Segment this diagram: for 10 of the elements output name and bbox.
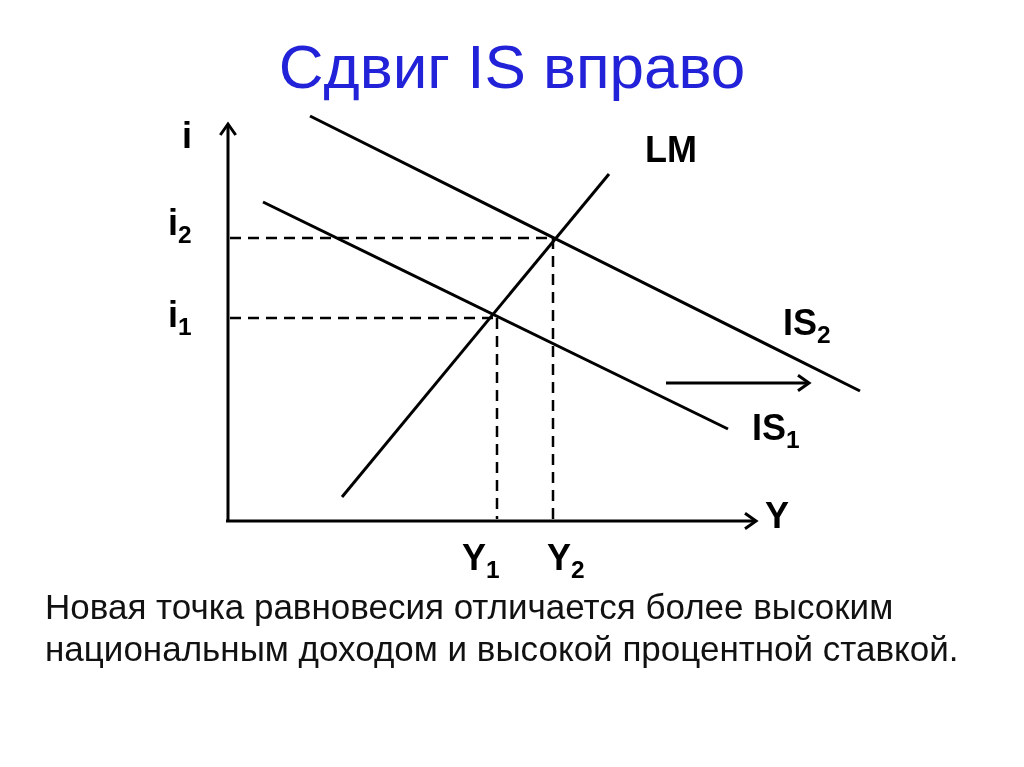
curve-label: IS$_{1}$ [752, 410, 800, 446]
tick-label: Y$_{1}$ [462, 540, 500, 576]
axis-label: Y [765, 498, 789, 534]
tick-label: i$_{1}$ [168, 297, 192, 333]
caption-text: Новая точка равновесия отличается более высоким национальным доходом и высокой процентной ставкой. [45, 586, 960, 670]
curve-label: LM [645, 132, 697, 168]
tick-label: i$_{2}$ [168, 205, 192, 241]
curve-label: IS$_{2}$ [783, 305, 831, 341]
axis-label: i [182, 118, 192, 154]
tick-label: Y$_{2}$ [547, 540, 585, 576]
